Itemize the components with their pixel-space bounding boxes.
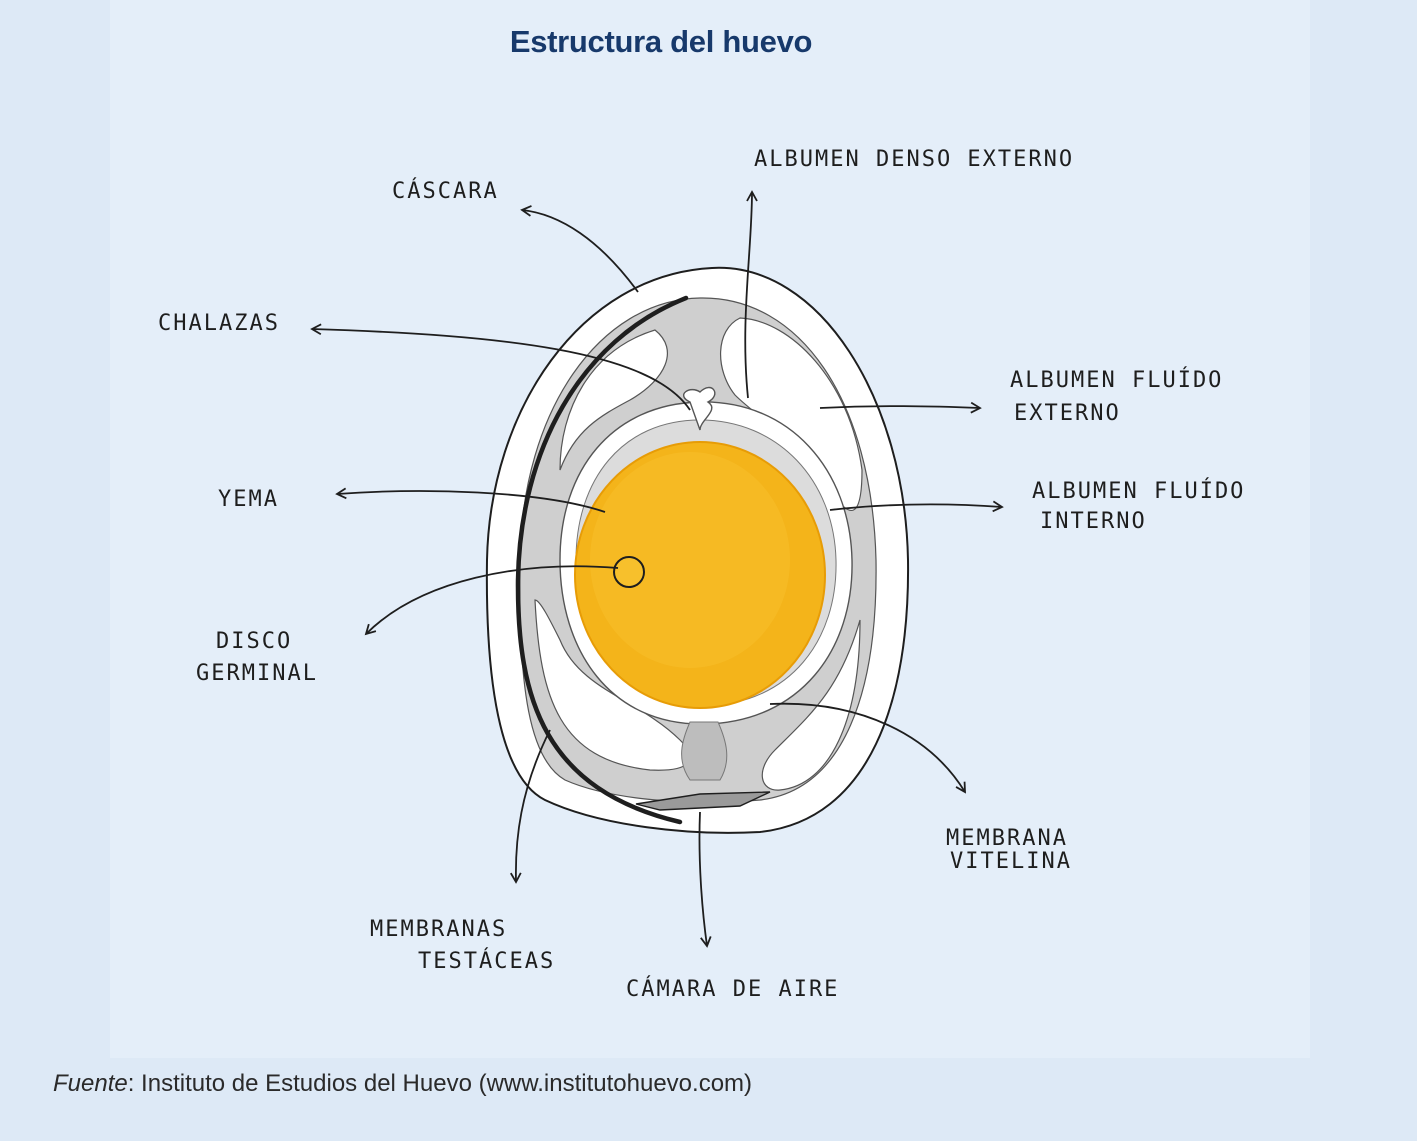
air-chamber [635,791,771,811]
label-albumen-fluido-externo-line2: EXTERNO [1014,401,1121,426]
germinal-disc [613,556,645,588]
label-camara-de-aire: CÁMARA DE AIRE [626,976,839,1002]
shell-membrane-line [515,295,689,825]
label-disco-germinal-line2: GERMINAL [196,661,318,686]
arrow-chalazas [310,323,691,411]
label-yema: YEMA [218,487,279,512]
arrow-albumen-fluido-interno [829,500,1004,513]
label-membranas-testaceas-line2: TESTÁCEAS [418,948,555,974]
source-note: Fuente: Instituto de Estudios del Huevo … [53,1070,752,1098]
label-chalazas: CHALAZAS [158,311,280,336]
label-albumen-fluido-externo-line1: ALBUMEN FLUÍDO [1010,367,1223,393]
arrow-yema [335,487,606,513]
label-albumen-fluido-interno-line1: ALBUMEN FLUÍDO [1032,478,1245,504]
label-cascara: CÁSCARA [392,178,499,204]
source-prefix: Fuente [53,1070,128,1097]
arrow-albumen-fluido-externo [819,401,982,414]
arrow-camara-de-aire [698,811,712,948]
arrow-cascara [520,205,639,293]
label-disco-germinal-line1: DISCO [216,629,292,654]
chalaza-top [683,386,716,431]
label-albumen-denso-externo: ALBUMEN DENSO EXTERNO [754,147,1074,172]
label-membrana-vitelina-line2: VITELINA [950,849,1072,874]
arrow-membranas-testaceas [510,729,551,884]
source-text: : Instituto de Estudios del Huevo (www.i… [127,1070,753,1097]
chalaza-bottom [681,721,728,781]
arrow-disco-germinal [364,565,619,636]
arrow-membrana-vitelina [769,702,966,794]
yolk-highlight [590,452,790,668]
label-membranas-testaceas-line1: MEMBRANAS [370,917,507,942]
label-membrana-vitelina-line1: MEMBRANA [946,826,1068,851]
page-title: Estructura del huevo [509,24,813,59]
arrow-albumen-denso-externo [744,190,758,399]
label-albumen-fluido-interno-line2: INTERNO [1040,509,1147,534]
outer-fluid-albumen-bottom-right [761,619,861,791]
outer-fluid-albumen-top-left [559,329,668,471]
